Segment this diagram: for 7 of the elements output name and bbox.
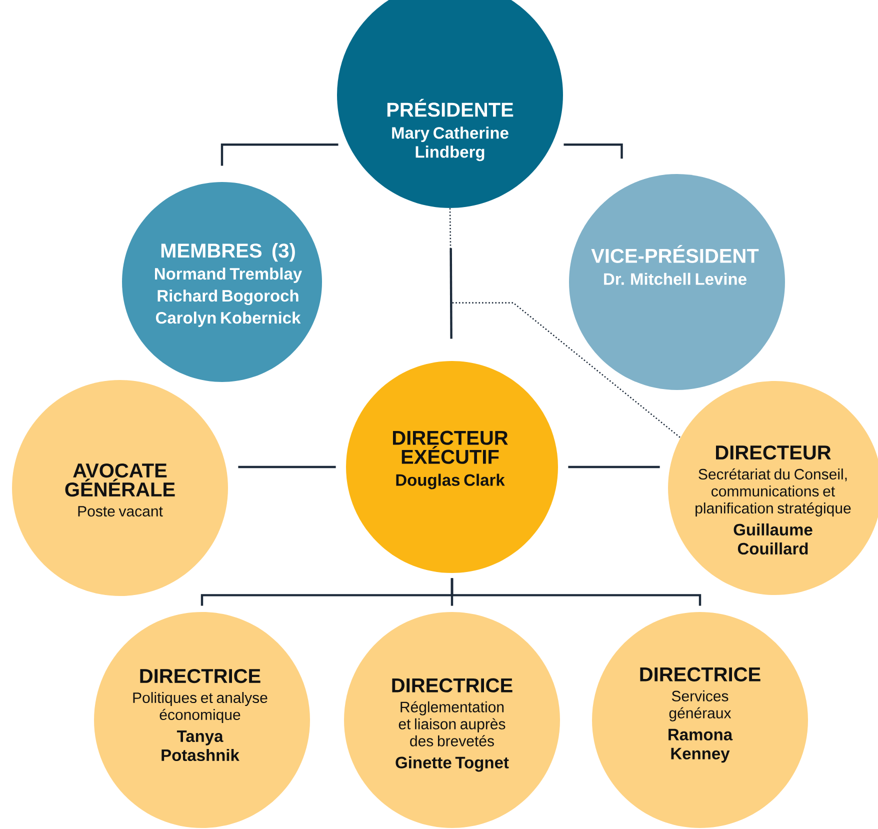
connector-line	[449, 208, 681, 438]
connector-line	[450, 578, 702, 606]
connector-line	[564, 144, 623, 159]
connector-line	[568, 466, 660, 468]
connector-line	[220, 144, 338, 166]
connector-line	[450, 248, 452, 339]
connector-line	[238, 466, 336, 468]
